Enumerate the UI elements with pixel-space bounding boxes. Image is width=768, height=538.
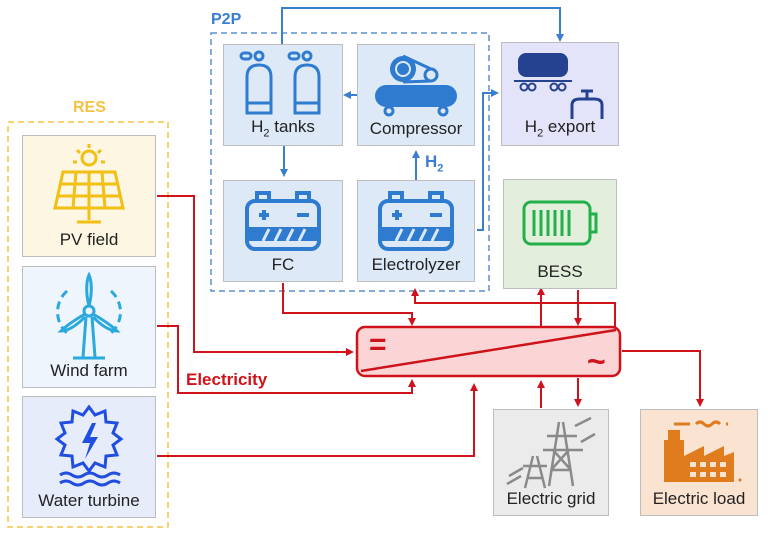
node-electric-grid[interactable]: Electric grid (493, 409, 609, 516)
flow-pv-to-converter (157, 195, 354, 356)
water-turbine-icon (54, 404, 124, 487)
h2-tanks-label-rest: tanks (269, 116, 315, 136)
h2-tanks-label-main: H (251, 116, 264, 136)
res-group-border (7, 121, 169, 528)
h2-export-label-main: H (524, 116, 538, 136)
flow-water-to-converter (157, 383, 478, 457)
node-compressor[interactable]: Compressor (357, 44, 475, 146)
flow-converter-to-electrolyzer (411, 288, 616, 327)
wind-turbine-icon (56, 271, 122, 360)
node-wind-farm[interactable]: Wind farm (22, 266, 156, 388)
hydrogen-flow-label: H2 (425, 152, 443, 174)
node-pv-field[interactable]: PV field (22, 135, 156, 257)
flow-converter-to-load (622, 350, 704, 407)
p2p-group-title: P2P (211, 11, 242, 28)
h2-tanks-label-sub: 2 (263, 127, 270, 139)
h2-label-main: H (425, 152, 438, 171)
wind-farm-label: Wind farm (50, 361, 128, 380)
fc-label: FC (271, 255, 295, 274)
node-h2-tanks[interactable]: H2 tanks (223, 44, 343, 146)
h2-export-label: H2 export (502, 117, 618, 139)
battery-cell-icon (245, 191, 321, 251)
node-h2-export[interactable]: H2 export (501, 42, 619, 146)
solar-panel-icon (53, 144, 125, 224)
p2p-group-border (210, 32, 490, 292)
res-group-title: RES (73, 99, 106, 116)
battery-cell-icon (378, 191, 454, 251)
electric-load-label: Electric load (652, 489, 746, 508)
flow-h2tanks-to-export (281, 7, 564, 44)
h2-export-label-rest: export (543, 116, 596, 136)
converter-dc-symbol: = (369, 328, 387, 361)
h2-label-sub: 2 (437, 162, 444, 175)
node-electric-load[interactable]: Electric load (640, 409, 758, 516)
compressor-icon (375, 54, 457, 117)
node-fc[interactable]: FC (223, 180, 343, 282)
electricity-flow-label: Electricity (186, 370, 268, 389)
tank-wagon-pipeline-icon (514, 53, 604, 119)
compressor-label: Compressor (369, 119, 463, 138)
flow-electrolyzer-to-export (477, 89, 499, 231)
node-electrolyzer[interactable]: Electrolyzer (357, 180, 475, 282)
electric-grid-label: Electric grid (506, 489, 596, 508)
battery-icon (522, 200, 598, 246)
gas-cylinder-icon (239, 50, 321, 115)
factory-icon (664, 420, 742, 482)
h2-export-label-sub: 2 (537, 127, 544, 139)
dc-ac-converter (355, 325, 622, 378)
flow-fc-to-converter (282, 283, 416, 326)
node-water-turbine[interactable]: Water turbine (22, 396, 156, 518)
power-tower-icon (506, 416, 596, 489)
water-turbine-label: Water turbine (38, 491, 140, 510)
bess-label: BESS (537, 262, 583, 281)
h2-tanks-label: H2 tanks (224, 117, 342, 139)
pv-field-label: PV field (59, 230, 119, 249)
node-bess[interactable]: BESS (503, 179, 617, 289)
converter-ac-symbol: ~ (587, 343, 606, 379)
electrolyzer-label: Electrolyzer (371, 255, 461, 274)
flow-wind-to-converter (157, 325, 416, 394)
